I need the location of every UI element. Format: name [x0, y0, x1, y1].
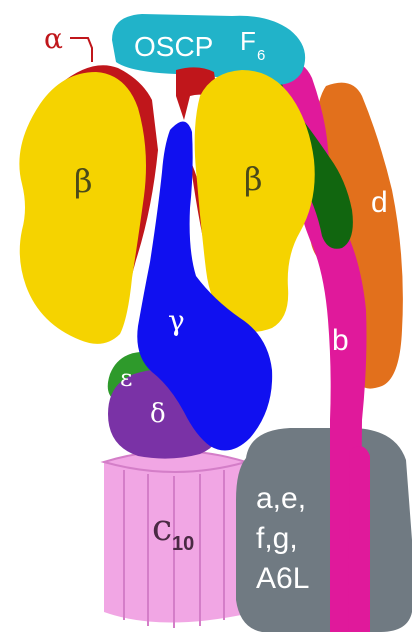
b-label: b [332, 324, 349, 357]
membrane-label-line3: A6L [256, 562, 309, 595]
beta-left-shape [19, 72, 146, 344]
epsilon-label: ε [120, 364, 132, 392]
oscp-label: OSCP [134, 31, 213, 62]
f6-label-main: F [240, 26, 256, 56]
c10-label-main: c [152, 508, 172, 549]
beta-right-label: β [244, 160, 263, 198]
c10-label-sub: 10 [172, 533, 194, 555]
beta-left-label: β [74, 162, 93, 200]
membrane-label-line1: a,e, [256, 482, 306, 515]
membrane-subunits-label: a,e, f,g, A6L [256, 482, 314, 595]
alpha-callout-line [70, 38, 92, 62]
d-label: d [371, 186, 388, 219]
beta-right-shape [195, 70, 315, 332]
membrane-label-line2: f,g, [256, 522, 298, 555]
f6-label-sub: 6 [257, 47, 265, 64]
delta-label: δ [150, 399, 166, 429]
b-subunit-membrane-bump [348, 446, 370, 632]
gamma-label: γ [168, 304, 185, 337]
alpha-label: α [44, 22, 63, 55]
